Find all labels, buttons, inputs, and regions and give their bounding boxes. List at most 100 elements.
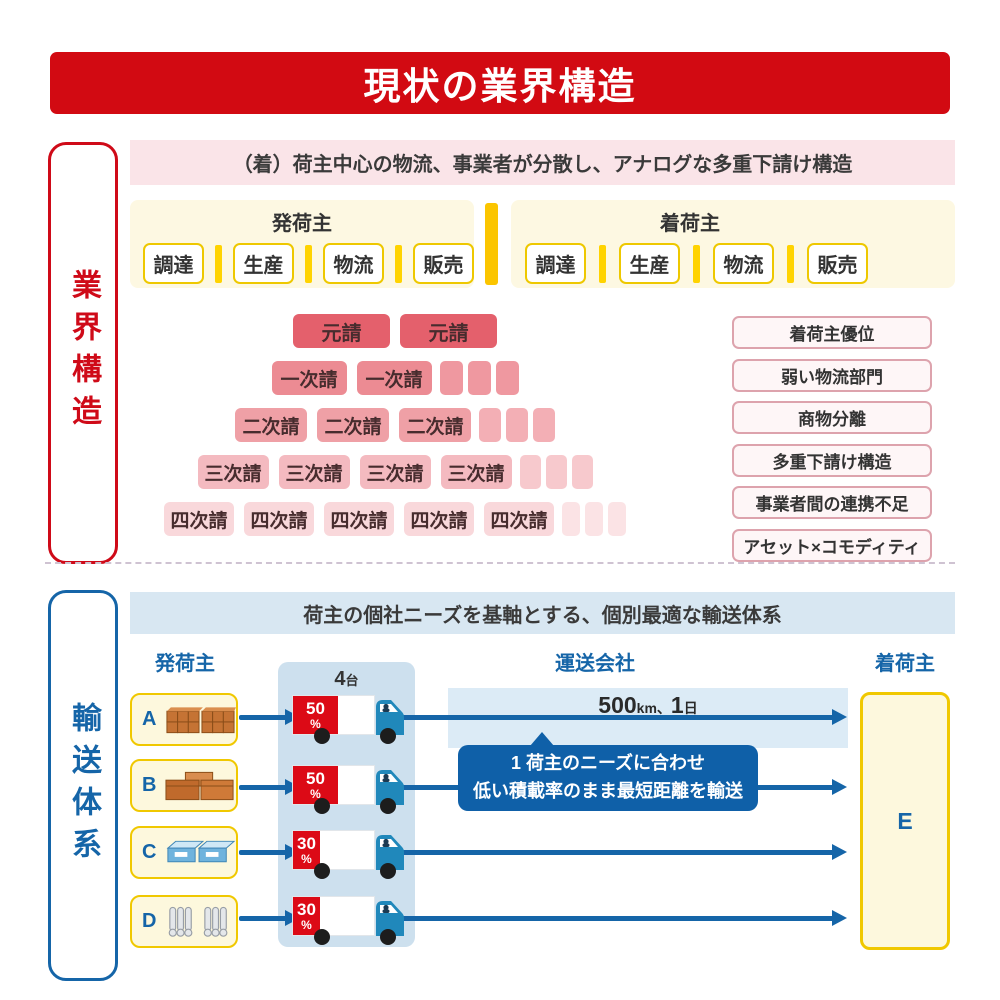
pyramid-box: 元請 <box>293 314 390 348</box>
section-divider <box>45 562 955 564</box>
truck-trailer: 50 % <box>292 765 375 805</box>
function-box: 販売 <box>413 243 474 284</box>
blue-crates-icon <box>166 840 236 862</box>
truck-cab-icon <box>376 700 404 735</box>
arrow-line <box>402 850 834 855</box>
pyramid-box: 四次請 <box>484 502 554 536</box>
consignee-panel-title: 着荷主 <box>660 213 720 235</box>
pyramid-extra-box <box>506 408 528 442</box>
truck-cab-icon <box>376 835 404 870</box>
subcontracting-pyramid: 元請 元請 一次請 一次請 二次請 二次請 二次請 <box>130 314 660 536</box>
shipper-box-d: D <box>130 895 238 948</box>
pyramid-box: 二次請 <box>399 408 471 442</box>
wheel-icon <box>380 798 396 814</box>
truck-cab-icon <box>376 770 404 805</box>
issue-item: 商物分離 <box>732 401 932 434</box>
pyramid-extra-box <box>439 361 463 395</box>
yellow-divider <box>305 244 312 283</box>
pyramid-row-5: 四次請 四次請 四次請 四次請 四次請 <box>164 502 626 536</box>
wheel-icon <box>380 863 396 879</box>
arrow-line <box>239 850 287 855</box>
wheel-icon <box>314 728 330 744</box>
pyramid-extra-box <box>585 502 603 536</box>
truck-trailer: 50 % <box>292 695 375 735</box>
column-label-shippers: 発荷主 <box>155 652 215 675</box>
page-title: 現状の業界構造 <box>363 66 637 107</box>
wheel-icon <box>380 929 396 945</box>
wheel-icon <box>314 798 330 814</box>
yellow-divider <box>787 244 794 283</box>
yellow-divider <box>215 244 222 283</box>
pyramid-box: 四次請 <box>164 502 234 536</box>
truck-cab-icon <box>376 901 404 936</box>
title-banner: 現状の業界構造 <box>50 52 950 114</box>
truck-trailer: 30 % <box>292 896 375 936</box>
wheel-icon <box>314 863 330 879</box>
brown-carton-large-icon <box>165 771 234 800</box>
brown-carton-stack-icon <box>166 706 236 733</box>
pyramid-row-1: 元請 元請 <box>293 314 497 348</box>
function-box: 販売 <box>807 243 868 284</box>
pyramid-extra-box <box>562 502 580 536</box>
industry-section-label: 業界構造 <box>48 142 118 564</box>
pyramid-row-3: 二次請 二次請 二次請 <box>235 408 555 442</box>
pyramid-box: 元請 <box>400 314 497 348</box>
pyramid-box: 四次請 <box>324 502 394 536</box>
issue-item: 着荷主優位 <box>732 316 932 349</box>
issue-item: アセット×コモディティ <box>732 528 932 562</box>
pyramid-row-2: 一次請 一次請 <box>271 361 519 395</box>
column-label-carrier: 運送会社 <box>555 652 635 675</box>
pyramid-row-4: 三次請 三次請 三次請 三次請 <box>197 455 593 489</box>
load-ratio-badge: 50 % <box>293 766 338 804</box>
function-box: 生産 <box>233 243 294 284</box>
yellow-divider <box>599 244 606 283</box>
load-ratio-badge: 50 % <box>293 696 338 734</box>
yellow-divider <box>693 244 700 283</box>
shipper-panel-title: 発荷主 <box>272 213 332 235</box>
pyramid-extra-box <box>479 408 501 442</box>
fleet-count-label: 4台 <box>334 668 359 690</box>
shipper-box-b: B <box>130 759 238 812</box>
arrow-head-icon <box>832 910 847 926</box>
function-box: 調達 <box>525 243 586 284</box>
transport-callout: 1 荷主のニーズに合わせ 低い積載率のまま最短距離を輸送 <box>458 732 758 811</box>
pyramid-box: 二次請 <box>235 408 307 442</box>
pyramid-extra-box <box>608 502 626 536</box>
pyramid-box: 三次請 <box>440 455 512 489</box>
industry-issues-list: 着荷主優位 弱い物流部門 商物分離 多重下請け構造 事業者間の連携不足 アセット… <box>732 316 932 562</box>
shipper-function-row: 調達 生産 物流 販売 <box>130 243 474 284</box>
pyramid-box: 三次請 <box>359 455 431 489</box>
load-ratio-badge: 30 % <box>293 831 320 869</box>
pyramid-box: 四次請 <box>404 502 474 536</box>
consignee-box-e: E <box>860 692 950 950</box>
issue-item: 事業者間の連携不足 <box>732 486 932 519</box>
pyramid-extra-box <box>467 361 491 395</box>
pyramid-extra-box <box>519 455 541 489</box>
load-ratio-badge: 30 % <box>293 897 320 935</box>
truck-trailer: 30 % <box>292 830 375 870</box>
industry-section-header: （着）荷主中心の物流、事業者が分散し、アナログな多重下請け構造 <box>130 140 955 185</box>
pyramid-extra-box <box>571 455 593 489</box>
truck-30-percent: 30 % <box>292 830 405 879</box>
function-box: 物流 <box>713 243 774 284</box>
truck-50-percent: 50 % <box>292 695 405 744</box>
transport-section-header: 荷主の個社ニーズを基軸とする、個別最適な輸送体系 <box>130 592 955 634</box>
column-label-consignee: 着荷主 <box>875 652 935 675</box>
pyramid-extra-box <box>545 455 567 489</box>
issue-item: 弱い物流部門 <box>732 358 932 392</box>
wheel-icon <box>314 929 330 945</box>
wheel-icon <box>380 728 396 744</box>
truck-50-percent: 50 % <box>292 765 405 814</box>
function-box: 生産 <box>619 243 680 284</box>
shipper-box-a: A <box>130 693 238 746</box>
arrow-line <box>239 916 287 921</box>
pyramid-box: 一次請 <box>271 361 347 395</box>
pyramid-extra-box <box>495 361 519 395</box>
pyramid-box: 一次請 <box>356 361 432 395</box>
callout-pointer-icon <box>530 732 554 746</box>
pyramid-extra-box <box>533 408 555 442</box>
shipper-functions-panel: 発荷主 調達 生産 物流 販売 <box>130 200 474 288</box>
pyramid-box: 二次請 <box>317 408 389 442</box>
yellow-divider <box>395 244 402 283</box>
